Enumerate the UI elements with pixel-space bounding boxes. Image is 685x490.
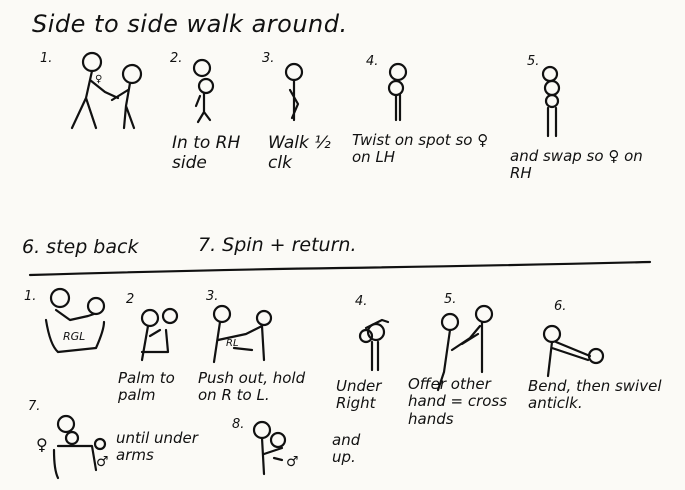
step-number: 2. (170, 51, 183, 66)
figure-part2-step4 (358, 318, 390, 372)
step-number: 3. (206, 289, 219, 304)
step-caption: Bend, then swivel anticlk. (528, 377, 662, 413)
figure-part2-step2 (140, 307, 179, 362)
figure-step4 (387, 62, 408, 122)
step-caption: and up. (332, 431, 361, 467)
section-label-spin-return: 7. Spin + return. (198, 234, 357, 256)
figure-part2-step8: ♂ (252, 420, 299, 476)
step-caption: Walk ½ clk (268, 133, 331, 173)
step-caption: and swap so ♀ on RH (510, 147, 643, 183)
figure-step5 (541, 65, 561, 138)
figure-label: RGL (63, 330, 85, 343)
figure-label: ♂ (286, 454, 299, 470)
section-label-step-back: 6. step back (22, 236, 139, 258)
step-number: 8. (232, 417, 245, 432)
step-caption: Push out, hold on R to L. (198, 369, 306, 405)
figure-step1-couple: ♀ (70, 51, 143, 130)
page-title: Side to side walk around. (32, 10, 348, 38)
step-number: 7. (28, 399, 41, 414)
figure-step3 (284, 62, 304, 122)
step-number: 5. (444, 292, 457, 307)
figure-label: RL (226, 338, 239, 349)
step-number: 2 (126, 292, 135, 307)
step-caption: until under arms (116, 429, 198, 465)
figure-part2-step7: ♀ ♂ (36, 414, 109, 480)
figure-label: ♂ (96, 454, 109, 470)
figure-part2-step6 (542, 324, 605, 378)
step-number: 1. (40, 51, 53, 66)
figure-step2 (192, 58, 215, 124)
step-caption: Offer other hand = cross hands (408, 375, 508, 428)
figure-part2-step5 (436, 304, 494, 392)
step-number: 3. (262, 51, 275, 66)
figure-label: ♀ (95, 74, 102, 85)
step-number: 4. (355, 294, 368, 309)
divider-line (28, 260, 652, 277)
step-caption: Palm to palm (118, 369, 175, 405)
step-caption: In to RH side (172, 133, 241, 173)
figure-part2-step3: RL (212, 304, 273, 364)
step-number: 1. (24, 289, 37, 304)
step-caption: Under Right (336, 377, 382, 413)
step-number: 6. (554, 299, 567, 314)
step-caption: Twist on spot so ♀ on LH (352, 131, 489, 167)
figure-part2-step1: RGL (44, 287, 106, 354)
step-number: 5. (527, 54, 540, 69)
figure-label: ♀ (36, 435, 48, 454)
step-number: 4. (366, 54, 379, 69)
